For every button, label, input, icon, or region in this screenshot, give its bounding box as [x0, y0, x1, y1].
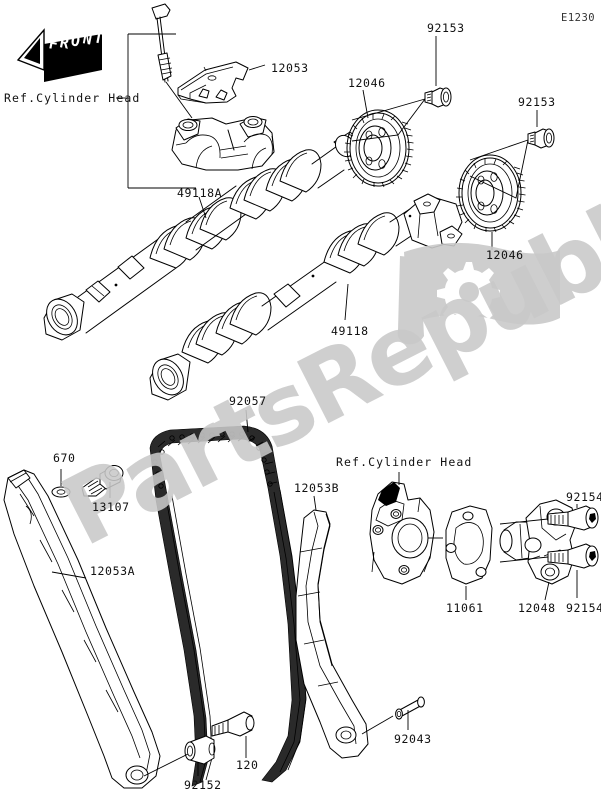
part-12046-sprocket-left [344, 89, 414, 188]
svg-text:F: F [47, 34, 59, 53]
callout-92153-upper: 92153 [427, 21, 465, 35]
callout-49118: 49118 [331, 324, 369, 338]
callout-12053: 12053 [271, 61, 309, 75]
callout-12046-left: 12046 [348, 76, 386, 90]
part-camshaft-cap-assembly [171, 116, 275, 171]
callout-12048: 12048 [518, 601, 556, 615]
callout-92154-upper: 92154 [566, 490, 601, 504]
callout-12053A: 12053A [90, 564, 136, 578]
part-12053-upper-guide [177, 61, 266, 104]
callout-12046-right: 12046 [486, 248, 524, 262]
part-120-bolt [211, 711, 255, 758]
part-12053B-chain-guide [295, 495, 369, 759]
diagram-code: E1230 [561, 12, 596, 24]
callout-49118A: 49118A [177, 186, 223, 200]
ref-head-casting-bottom [369, 472, 443, 585]
part-670-oring [51, 469, 71, 498]
svg-text:O: O [69, 31, 81, 50]
part-92043-pin [361, 696, 425, 735]
part-49118A-camshaft [43, 131, 365, 341]
ref-cylinder-head-top: Ref.Cylinder Head [4, 91, 141, 105]
callout-92057: 92057 [229, 394, 267, 408]
ref-cylinder-head-bottom: Ref.Cylinder Head [336, 455, 473, 469]
callout-92152: 92152 [184, 778, 222, 792]
part-92154-bolt-lower [499, 543, 599, 598]
part-92152-collar [143, 735, 216, 777]
part-49118-camshaft [149, 193, 463, 401]
part-92154-bolt-upper [499, 504, 599, 531]
callout-92153-lower: 92153 [518, 95, 556, 109]
callout-670: 670 [53, 451, 76, 465]
callout-12053B: 12053B [294, 481, 340, 495]
part-13107-shaft [81, 465, 124, 498]
svg-text:T: T [92, 28, 104, 47]
svg-text:N: N [81, 29, 93, 48]
part-92153-bolt-lower [469, 110, 555, 199]
callout-92154-lower: 92154 [566, 601, 601, 615]
callout-13107: 13107 [92, 500, 130, 514]
part-12046-sprocket-right [456, 154, 526, 250]
part-12053A-chain-guide [3, 469, 161, 789]
part-stud-bolt-top [151, 3, 193, 119]
front-orientation-marker: F R O N T [14, 26, 110, 92]
callout-11061: 11061 [446, 601, 484, 615]
callout-92043: 92043 [394, 732, 432, 746]
part-92153-bolt-upper [351, 36, 452, 142]
callout-120: 120 [236, 758, 259, 772]
part-11061-gasket [445, 505, 493, 600]
ref-head-bracket-top [116, 33, 196, 189]
